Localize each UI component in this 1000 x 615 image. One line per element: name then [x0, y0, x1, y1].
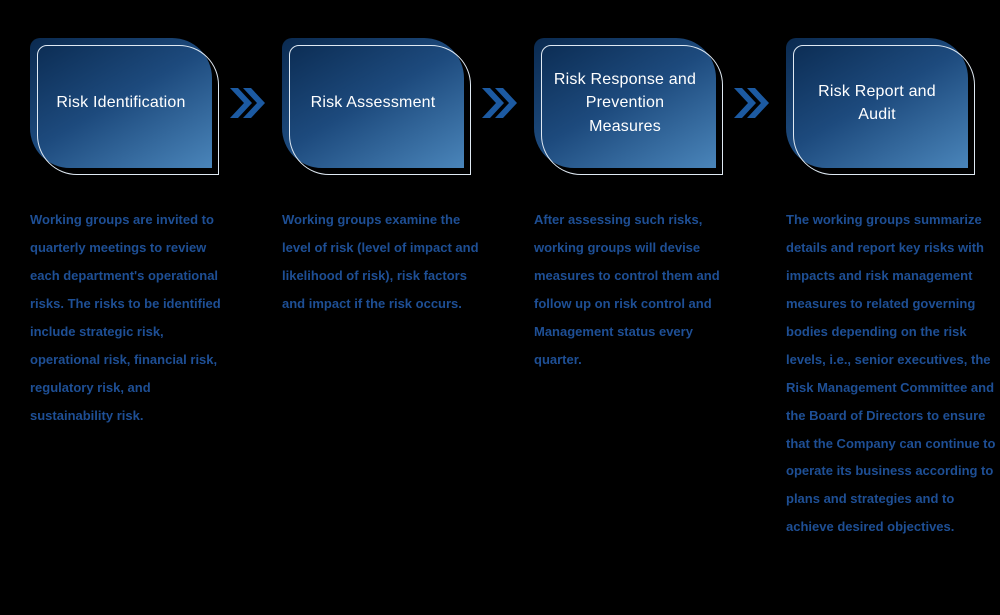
- step-box-risk-response: Risk Response and Prevention Measures: [534, 38, 723, 175]
- step-description-risk-report: The working groups summarize details and…: [786, 212, 996, 535]
- process-flow-row: Risk Identification Risk Assessment Risk…: [30, 38, 1000, 175]
- double-chevron-icon: [482, 88, 517, 118]
- double-chevron-icon: [734, 88, 769, 118]
- step-description-risk-response: After assessing such risks, working grou…: [534, 212, 720, 367]
- step-title: Risk Report and Audit: [818, 82, 936, 123]
- step-box-risk-assessment: Risk Assessment: [282, 38, 471, 175]
- flow-arrow-1: [212, 38, 282, 168]
- process-descriptions-row: Working groups are invited to quarterly …: [30, 206, 1000, 541]
- step-box-risk-identification: Risk Identification: [30, 38, 219, 175]
- step-title: Risk Response and Prevention Measures: [553, 71, 697, 135]
- flow-arrow-2: [464, 38, 534, 168]
- step-description-risk-identification: Working groups are invited to quarterly …: [30, 212, 221, 423]
- step-description-risk-assessment: Working groups examine the level of risk…: [282, 212, 479, 311]
- step-box-risk-report: Risk Report and Audit: [786, 38, 975, 175]
- step-title: Risk Assessment: [310, 94, 436, 112]
- double-chevron-icon: [230, 88, 265, 118]
- flow-arrow-3: [716, 38, 786, 168]
- step-title: Risk Identification: [56, 94, 186, 112]
